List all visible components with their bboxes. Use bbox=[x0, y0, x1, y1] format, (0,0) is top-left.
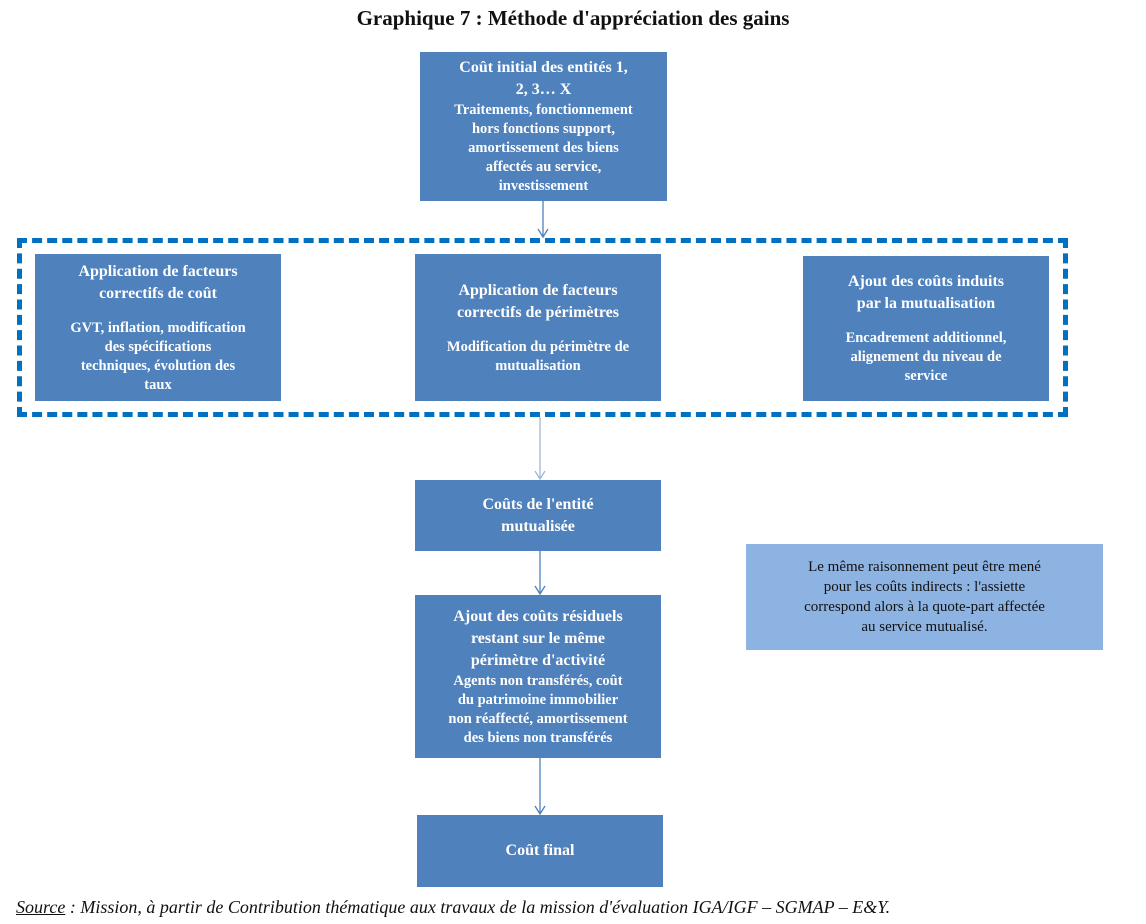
box-heading-line: Coûts de l'entité bbox=[482, 495, 594, 513]
spacer bbox=[423, 324, 653, 338]
box-detail-line: techniques, évolution des bbox=[80, 357, 236, 374]
note-line: Le même raisonnement peut être mené bbox=[808, 559, 1041, 575]
note-line: correspond alors à la quote-part affecté… bbox=[804, 599, 1045, 615]
induced-costs-box: Ajout des coûts induits par la mutualisat… bbox=[803, 256, 1049, 401]
box-heading-line: par la mutualisation bbox=[856, 295, 996, 312]
box-detail-line: hors fonctions support, bbox=[471, 121, 615, 137]
arrow-residual-to-final bbox=[534, 758, 546, 816]
box-detail-line: du patrimoine immobilier bbox=[457, 691, 619, 708]
spacer bbox=[43, 305, 273, 319]
box-detail-line: service bbox=[904, 368, 948, 384]
final-cost-box: Coût final bbox=[417, 815, 663, 887]
box-detail-line: alignement du niveau de bbox=[850, 349, 1002, 365]
box-heading-line: Coût final bbox=[505, 842, 575, 859]
perimeter-factors-box: Application de facteurs correctifs de pér… bbox=[415, 254, 661, 401]
box-heading-line: Ajout des coûts résiduels bbox=[453, 607, 623, 625]
box-heading-line: 2, 3… X bbox=[515, 81, 572, 98]
indirect-costs-note: Le même raisonnement peut être mené pour… bbox=[746, 544, 1103, 650]
box-heading-line: Ajout des coûts induits bbox=[847, 273, 1005, 290]
arrow-mutualized-to-residual bbox=[534, 551, 546, 596]
source-label: Source bbox=[16, 897, 66, 917]
box-detail-line: GVT, inflation, modification bbox=[70, 319, 246, 336]
box-detail-line: non réaffecté, amortissement bbox=[448, 710, 628, 727]
box-heading-line: correctifs de périmètres bbox=[457, 303, 619, 321]
box-heading-line: correctifs de coût bbox=[99, 284, 217, 302]
correction-factors-group bbox=[17, 238, 1068, 417]
note-line: au service mutualisé. bbox=[861, 619, 988, 635]
box-heading-line: périmètre d'activité bbox=[470, 651, 606, 669]
box-detail-line: des biens non transférés bbox=[463, 729, 613, 746]
box-heading-line: Application de facteurs bbox=[458, 281, 618, 299]
box-detail-line: Modification du périmètre de bbox=[446, 338, 630, 355]
box-detail-line: investissement bbox=[498, 178, 589, 194]
diagram-title: Graphique 7 : Méthode d'appréciation des… bbox=[356, 6, 790, 30]
box-heading-line: Coût initial des entités 1, bbox=[459, 59, 628, 76]
cost-factors-box: Application de facteurs correctifs de coû… bbox=[35, 254, 281, 401]
initial-cost-box: Coût initial des entités 1, 2, 3… X Traite… bbox=[420, 52, 667, 201]
spacer bbox=[811, 315, 1041, 329]
residual-costs-box: Ajout des coûts résiduels restant sur le … bbox=[415, 595, 661, 758]
box-heading-line: Application de facteurs bbox=[78, 262, 238, 280]
box-detail-line: affectés au service, bbox=[485, 159, 602, 175]
mutualized-entity-box: Coûts de l'entité mutualisée bbox=[415, 480, 661, 551]
box-detail-line: mutualisation bbox=[495, 357, 581, 374]
note-line: pour les coûts indirects : l'assiette bbox=[823, 579, 1026, 595]
box-detail-line: Agents non transférés, coût bbox=[453, 672, 623, 689]
box-detail-line: des spécifications bbox=[104, 338, 212, 355]
box-detail-line: taux bbox=[144, 376, 172, 393]
arrow-initial-to-group bbox=[537, 201, 549, 239]
source-text: : Mission, à partir de Contribution thém… bbox=[65, 897, 891, 917]
box-heading-line: restant sur le même bbox=[470, 629, 606, 647]
box-detail-line: amortissement des biens bbox=[468, 140, 619, 156]
arrow-group-to-mutualized bbox=[534, 417, 546, 481]
box-detail-line: Traitements, fonctionnement bbox=[454, 102, 633, 118]
box-detail-line: Encadrement additionnel, bbox=[845, 330, 1007, 346]
source-caption: Source : Mission, à partir de Contributi… bbox=[16, 897, 890, 918]
box-heading-line: mutualisée bbox=[501, 517, 575, 535]
